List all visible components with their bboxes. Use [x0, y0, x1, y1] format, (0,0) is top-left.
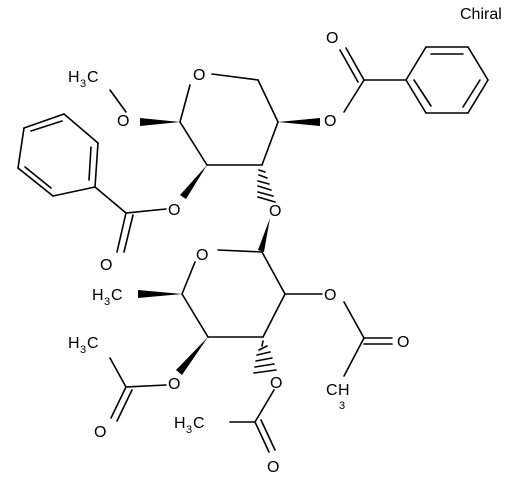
glycosidic-hash — [257, 169, 276, 203]
svg-text:H: H — [174, 415, 186, 432]
svg-text:3: 3 — [104, 296, 110, 308]
svg-text:3: 3 — [80, 78, 86, 90]
svg-text:H: H — [68, 335, 80, 352]
svg-text:C: C — [111, 287, 123, 304]
acetate-c4 — [109, 337, 208, 422]
svg-text:H: H — [92, 287, 104, 304]
svg-text:3: 3 — [186, 424, 192, 436]
methoxy-ch3-label: H 3 C — [68, 69, 99, 90]
glycosidic-oxygen: O — [269, 203, 281, 220]
benzoate-right-carbonyl: O — [326, 30, 338, 47]
acetate-c2-ch3-label: C H 3 — [326, 382, 350, 412]
svg-text:C: C — [87, 335, 99, 352]
c5-methyl-label: H 3 C — [92, 287, 123, 308]
methoxy-oxygen: O — [117, 113, 129, 130]
benzoate-left — [17, 113, 207, 253]
methoxy-group — [109, 89, 180, 126]
lower-ring — [181, 218, 286, 338]
svg-text:3: 3 — [80, 344, 86, 356]
acetate-c3-oxygen: O — [270, 375, 282, 392]
acetate-c2-oxygen: O — [324, 287, 336, 304]
acetate-c3-ch3-label: H 3 C — [174, 415, 205, 436]
acetate-c2-carbonyl: O — [397, 334, 409, 351]
svg-text:C: C — [326, 382, 338, 399]
svg-text:C: C — [193, 415, 205, 432]
svg-text:C: C — [87, 69, 99, 86]
benzoate-left-oxygen: O — [168, 202, 180, 219]
upper-ring-oxygen: O — [193, 67, 205, 84]
acetate-c3-carbonyl: O — [267, 459, 279, 476]
benzoate-right — [278, 46, 489, 126]
acetate-c2 — [284, 293, 393, 377]
benzoate-left-carbonyl: O — [100, 257, 112, 274]
svg-text:H: H — [338, 382, 350, 399]
acetate-c3 — [229, 340, 277, 453]
acetate-c4-oxygen: O — [168, 376, 180, 393]
svg-text:3: 3 — [339, 400, 345, 412]
benzoate-right-oxygen: O — [324, 113, 336, 130]
c5-methyl — [138, 290, 182, 298]
acetate-c4-carbonyl: O — [94, 424, 106, 441]
acetate-c4-ch3-label: H 3 C — [68, 335, 99, 356]
svg-text:H: H — [68, 69, 80, 86]
upper-ring — [179, 73, 279, 166]
lower-ring-oxygen: O — [196, 247, 208, 264]
chiral-label: Chiral — [460, 6, 502, 23]
